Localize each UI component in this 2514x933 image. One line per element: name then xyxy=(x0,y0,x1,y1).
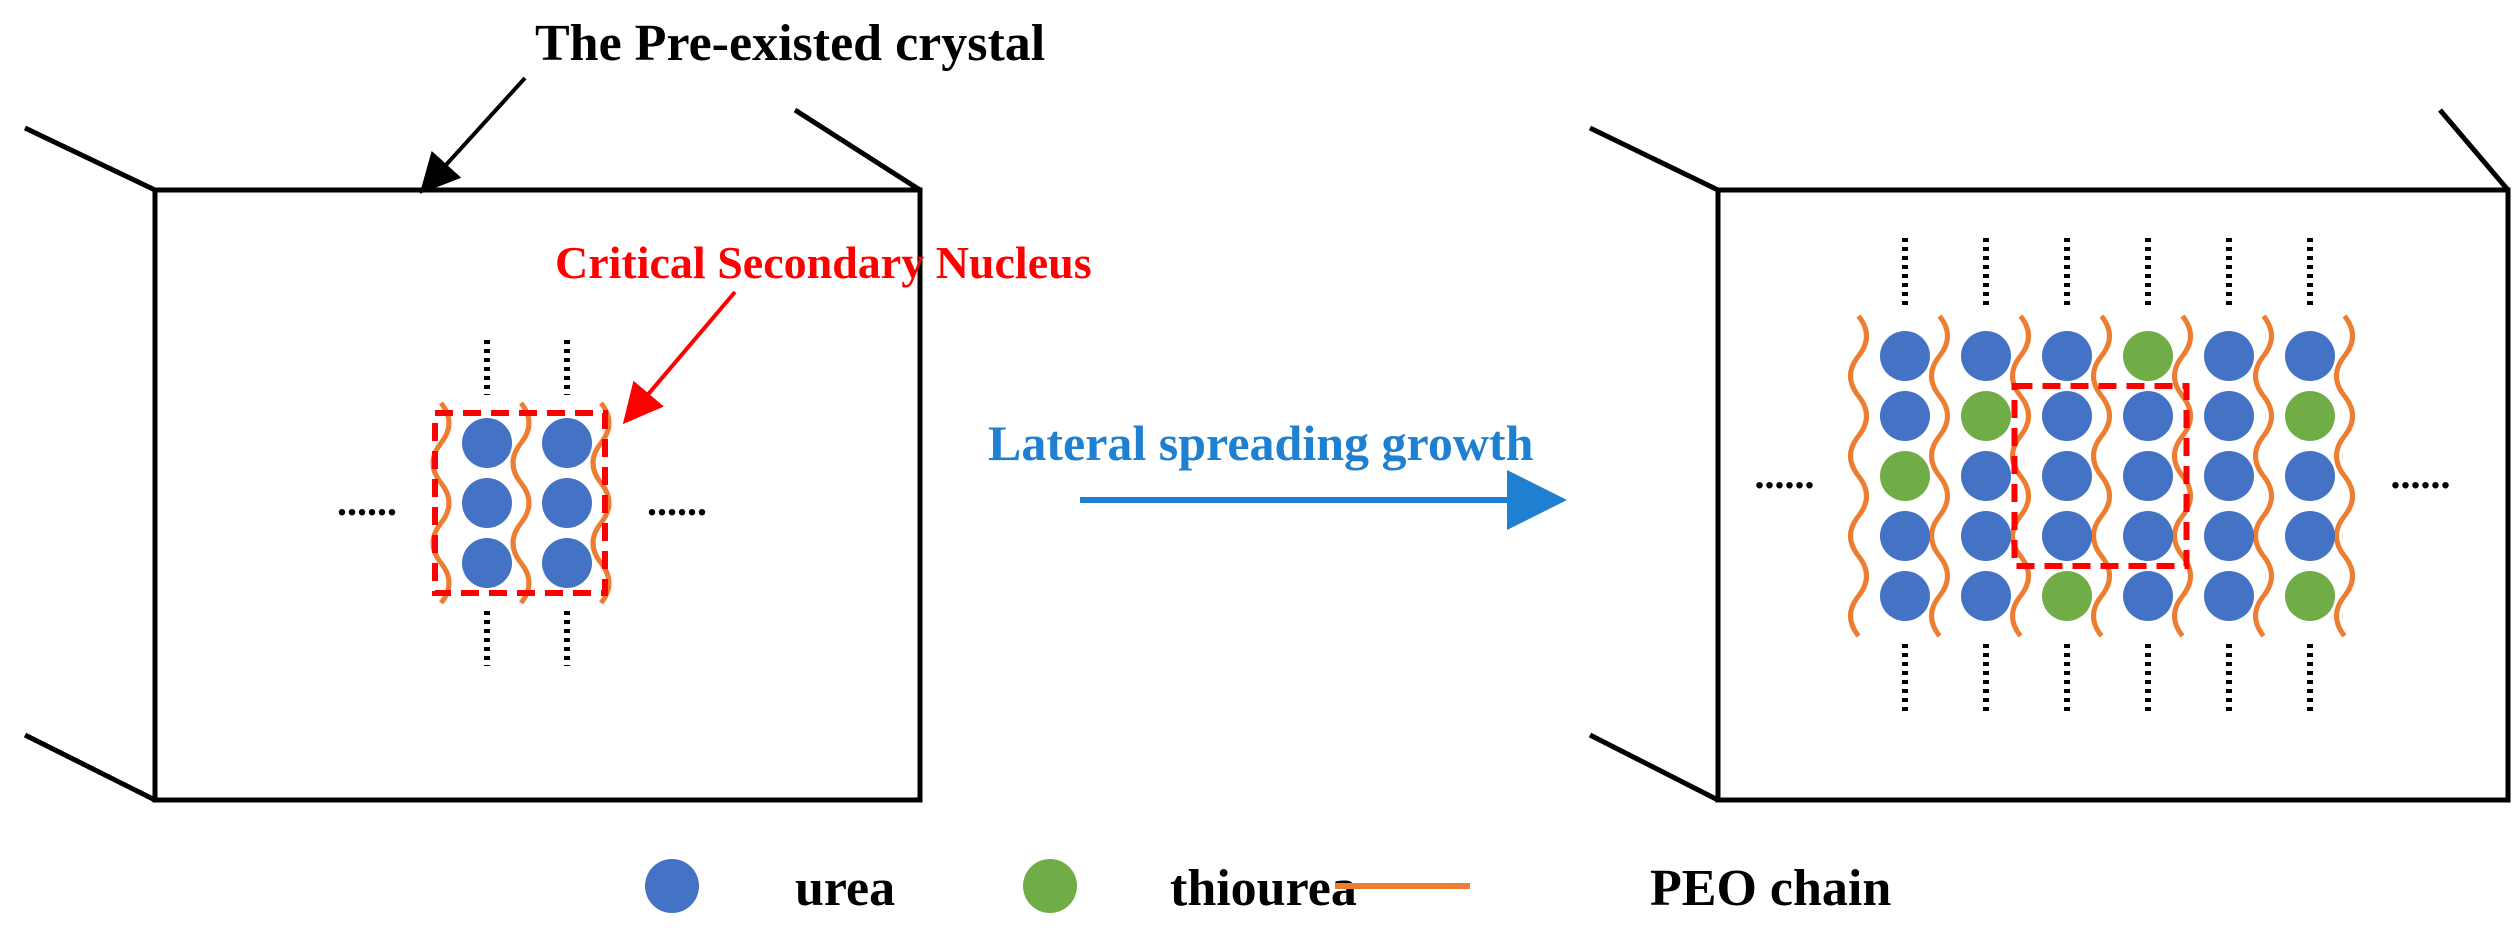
right-crystal-face xyxy=(1715,187,2511,803)
nucleus-box xyxy=(2011,383,2190,569)
urea-molecule xyxy=(542,538,592,588)
peo-chain xyxy=(1848,314,1869,638)
urea-molecule xyxy=(2123,451,2173,501)
peo-chain xyxy=(430,401,452,605)
peo-chain xyxy=(2253,314,2274,638)
urea-molecule xyxy=(1961,571,2011,621)
right-crystal-edge xyxy=(1588,125,1720,193)
peo-chain xyxy=(2172,314,2193,638)
left-crystal-edge xyxy=(23,125,157,193)
urea-molecule xyxy=(2123,391,2173,441)
urea-molecule xyxy=(462,478,512,528)
urea-molecule xyxy=(2285,511,2335,561)
urea-legend-icon xyxy=(645,859,699,913)
right-crystal-edge xyxy=(2438,108,2510,192)
urea-molecule xyxy=(2285,451,2335,501)
nucleus-pointer-arrow xyxy=(622,290,737,425)
left-crystal-edge xyxy=(23,732,157,803)
ellipsis-mark: ...... xyxy=(2391,452,2451,497)
urea-molecule xyxy=(2042,391,2092,441)
urea-molecule xyxy=(2042,331,2092,381)
urea-molecule xyxy=(542,478,592,528)
urea-molecule xyxy=(2204,391,2254,441)
urea-molecule xyxy=(2042,511,2092,561)
urea-molecule xyxy=(2123,511,2173,561)
urea-molecule xyxy=(1961,451,2011,501)
urea-molecule xyxy=(2123,571,2173,621)
ellipsis-mark: ...... xyxy=(647,479,707,524)
right-lattice: ............ xyxy=(1755,238,2451,714)
peo-chain xyxy=(2091,314,2112,638)
urea-molecule xyxy=(1961,511,2011,561)
ellipsis-mark: ...... xyxy=(337,479,397,524)
title-label: The Pre-existed crystal xyxy=(535,15,1045,72)
left-nucleus: ............ xyxy=(337,340,707,666)
urea-molecule xyxy=(2204,511,2254,561)
ellipsis-mark: ...... xyxy=(1755,452,1815,497)
urea-molecule xyxy=(542,418,592,468)
left-crystal-edge xyxy=(793,107,922,193)
legend-urea-label: urea xyxy=(795,860,895,917)
urea-molecule xyxy=(2285,331,2335,381)
urea-molecule xyxy=(1880,331,1930,381)
growth-label: Lateral spreading growth xyxy=(988,415,1534,471)
urea-molecule xyxy=(1880,511,1930,561)
left-crystal xyxy=(23,107,923,803)
peo-chain xyxy=(2334,314,2355,638)
right-crystal xyxy=(1588,108,2511,803)
urea-molecule xyxy=(1880,391,1930,441)
urea-molecule xyxy=(462,418,512,468)
thiourea-molecule xyxy=(2285,391,2335,441)
legend-thiourea-label: thiourea xyxy=(1170,860,1357,917)
legend-peo-label: PEO chain xyxy=(1650,860,1891,917)
thiourea-legend-icon xyxy=(1023,859,1077,913)
peo-chain xyxy=(1929,314,1950,638)
urea-molecule xyxy=(2204,451,2254,501)
nucleus-box xyxy=(432,410,608,596)
thiourea-molecule xyxy=(2123,331,2173,381)
urea-molecule xyxy=(462,538,512,588)
thiourea-molecule xyxy=(1961,391,2011,441)
urea-molecule xyxy=(2042,451,2092,501)
urea-molecule xyxy=(2204,331,2254,381)
thiourea-molecule xyxy=(1880,451,1930,501)
legend: urea thiourea PEO chain xyxy=(645,859,1891,917)
title-pointer-arrow xyxy=(419,76,527,194)
nucleus-label: Critical Secondary Nucleus xyxy=(555,237,1092,288)
thiourea-molecule xyxy=(2042,571,2092,621)
urea-molecule xyxy=(1961,331,2011,381)
peo-chain xyxy=(2010,314,2031,638)
urea-molecule xyxy=(1880,571,1930,621)
right-crystal-edge xyxy=(1588,732,1720,803)
peo-chain xyxy=(510,401,532,605)
thiourea-molecule xyxy=(2285,571,2335,621)
urea-molecule xyxy=(2204,571,2254,621)
left-crystal-face xyxy=(152,187,923,803)
